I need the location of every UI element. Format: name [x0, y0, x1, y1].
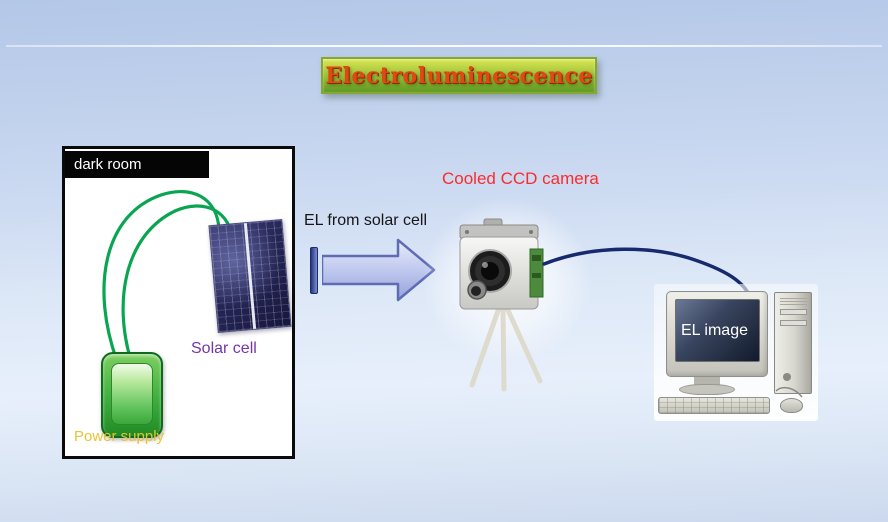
el-from-solar-cell-label: EL from solar cell: [304, 212, 427, 229]
title-banner: Electroluminescence: [321, 57, 597, 94]
computer-tower: [774, 292, 812, 394]
power-supply-screen: [111, 363, 153, 425]
tower-vents: [780, 297, 807, 305]
monitor-base: [679, 384, 735, 395]
tower-drive-slot: [780, 320, 807, 326]
dark-room-label: dark room: [74, 156, 142, 173]
solar-cell-image: [208, 218, 292, 334]
el-image-label: EL image: [681, 321, 748, 339]
power-supply-label: Power supply: [74, 428, 165, 445]
cooled-ccd-camera-label: Cooled CCD camera: [442, 169, 599, 188]
emission-bar: [310, 247, 318, 294]
monitor: EL image: [666, 291, 768, 377]
top-divider-line: [6, 45, 882, 47]
computer-image: EL image: [654, 284, 818, 421]
monitor-neck: [694, 377, 720, 385]
solar-cell-label: Solar cell: [191, 340, 257, 357]
ccd-camera-image: [459, 218, 544, 392]
slide-title: Electroluminescence: [325, 62, 593, 89]
keyboard: [658, 397, 770, 414]
arrow-right-icon: [322, 238, 436, 302]
power-supply-device: [101, 352, 163, 438]
mouse: [780, 398, 803, 413]
solar-cell-divider: [243, 223, 257, 329]
tower-drive-slot: [780, 309, 807, 315]
tripod-legs: [469, 305, 543, 392]
mouse-cable: [775, 386, 803, 398]
tower-power-button: [783, 373, 791, 381]
dark-room-header: dark room: [65, 151, 209, 178]
dark-room-panel: dark room Solar cell Power supply: [62, 146, 295, 459]
power-wires-icon: [102, 190, 235, 363]
monitor-screen: EL image: [675, 299, 760, 362]
